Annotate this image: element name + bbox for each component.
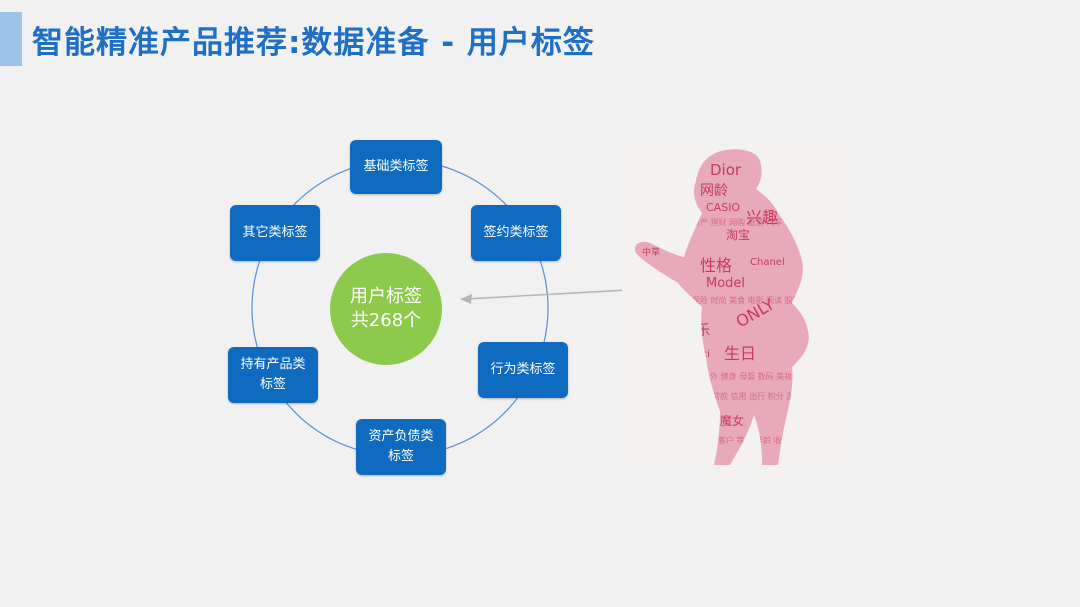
svg-text:魔女: 魔女 <box>720 413 744 428</box>
page-title: 智能精准产品推荐:数据准备 - 用户标签 <box>32 24 595 61</box>
center-user-tags-circle: 用户标签 共268个 <box>330 253 442 365</box>
svg-text:兴趣: 兴趣 <box>746 208 778 227</box>
node-assets-liabilities-tags: 资产负债类标签 <box>356 419 446 475</box>
word-cloud-silhouette-image: Dior 网龄 CASIO 兴趣 淘宝 性格 Model Chanel ONLY… <box>622 143 858 478</box>
svg-text:音乐: 音乐 <box>682 322 710 339</box>
svg-text:中草: 中草 <box>642 246 660 258</box>
svg-text:网龄: 网龄 <box>700 183 728 199</box>
svg-text:资产 理财 网购 旅游 汽车 基金: 资产 理财 网购 旅游 汽车 基金 <box>692 217 801 227</box>
node-contract-tags: 签约类标签 <box>471 205 561 261</box>
node-basic-tags: 基础类标签 <box>350 140 442 194</box>
node-other-tags: 其它类标签 <box>230 205 320 261</box>
svg-text:性格: 性格 <box>700 256 732 275</box>
svg-text:淘宝: 淘宝 <box>726 228 750 242</box>
svg-text:保险 时尚 美食 电影 阅读 股票: 保险 时尚 美食 电影 阅读 股票 <box>692 295 801 305</box>
svg-text:Gucci: Gucci <box>682 349 710 360</box>
node-behavior-tags: 行为类标签 <box>478 342 568 398</box>
svg-text:Dior: Dior <box>710 161 742 179</box>
svg-text:Model: Model <box>706 276 745 291</box>
title-accent-bar <box>0 12 22 66</box>
svg-text:客户 等级 年龄 收入 地区 职业: 客户 等级 年龄 收入 地区 职业 <box>718 435 827 445</box>
svg-text:户外 健身 母婴 数码 美妆 存款: 户外 健身 母婴 数码 美妆 存款 <box>702 371 811 381</box>
svg-text:贷款 信用 出行 积分 游戏 手机: 贷款 信用 出行 积分 游戏 手机 <box>712 391 821 401</box>
svg-text:CASIO: CASIO <box>706 201 740 214</box>
woman-silhouette-word-cloud: Dior 网龄 CASIO 兴趣 淘宝 性格 Model Chanel ONLY… <box>634 149 827 465</box>
svg-text:生日: 生日 <box>724 344 756 363</box>
node-holding-products-tags: 持有产品类标签 <box>228 347 318 403</box>
svg-text:Chanel: Chanel <box>750 257 785 268</box>
